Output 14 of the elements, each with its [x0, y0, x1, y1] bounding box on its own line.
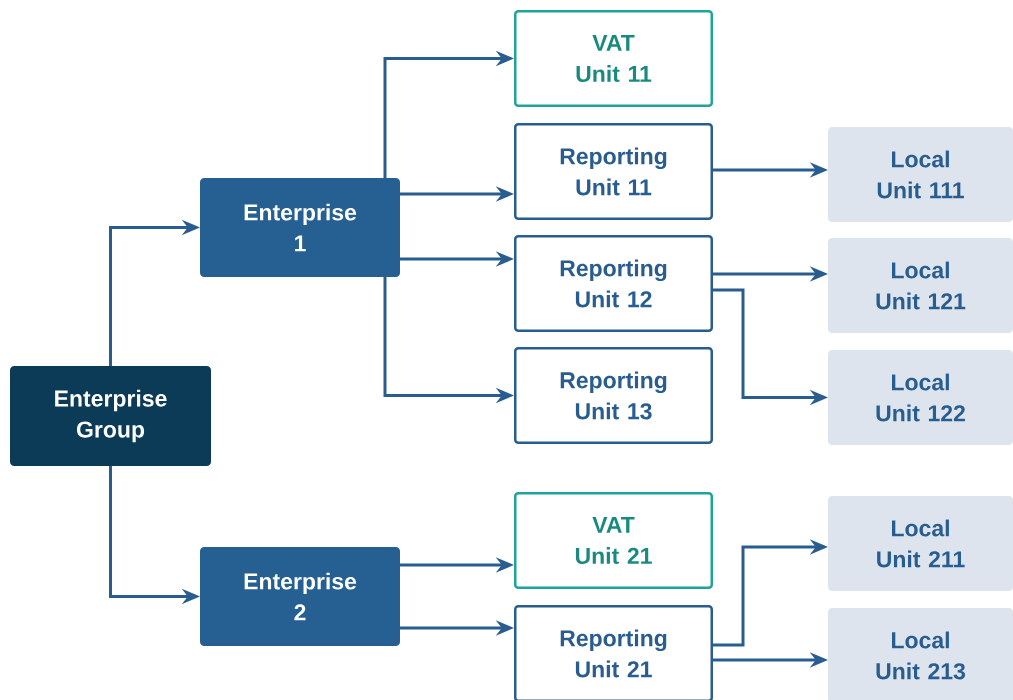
reporting-unit-box: Reporting Unit 12 [514, 235, 713, 332]
vat-unit-box: VAT Unit 21 [514, 492, 713, 589]
reporting-unit-box: Reporting Unit 13 [514, 347, 713, 444]
enterprise-box: Enterprise 2 [200, 547, 400, 646]
local-unit-box: Local Unit 111 [828, 127, 1013, 222]
reporting-unit-box: Reporting Unit 21 [514, 605, 713, 700]
reporting-unit-box: Reporting Unit 11 [514, 123, 713, 220]
vat-unit-box: VAT Unit 11 [514, 10, 713, 107]
group-box: Enterprise Group [10, 366, 211, 466]
local-unit-box: Local Unit 121 [828, 238, 1013, 333]
local-unit-box: Local Unit 122 [828, 350, 1013, 445]
local-unit-box: Local Unit 211 [828, 496, 1013, 591]
local-unit-box: Local Unit 213 [828, 608, 1013, 700]
enterprise-box: Enterprise 1 [200, 178, 400, 277]
